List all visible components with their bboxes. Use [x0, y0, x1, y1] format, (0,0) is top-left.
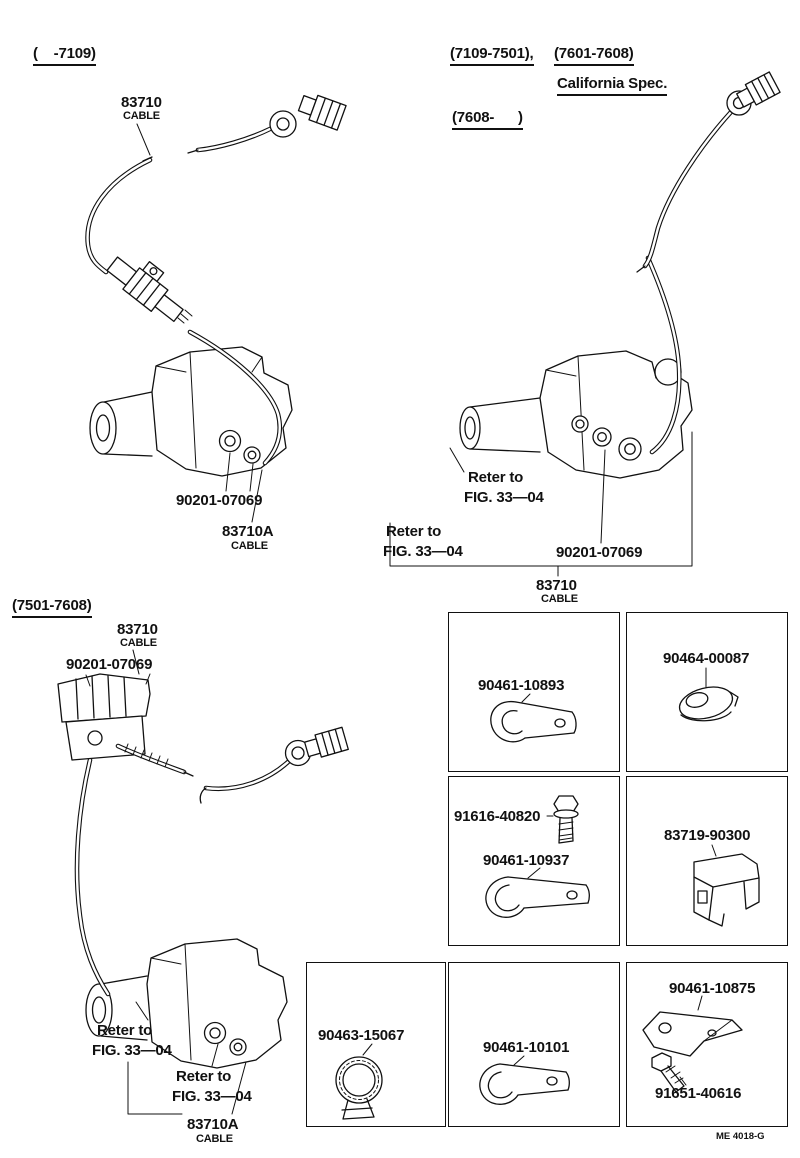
grommet-drawing-00087 — [678, 667, 739, 722]
part-number-90201-c: 90201-07069 — [66, 656, 153, 673]
parts-box-90461-10101 — [448, 962, 620, 1127]
part-number-90463-15067: 90463-15067 — [318, 1027, 405, 1044]
part-word-cable-a1: CABLE — [123, 110, 160, 122]
bolt-drawing-40616 — [651, 1052, 687, 1093]
clamp-drawing-10101 — [479, 1055, 570, 1105]
refer-note-c1-line1: Reter to — [97, 1022, 153, 1039]
range-label-b2: (7601-7608) — [554, 46, 634, 66]
clip-drawing-10875 — [642, 995, 743, 1057]
page-code: ME 4018-G — [716, 1131, 765, 1142]
part-word-cable-b: CABLE — [541, 593, 578, 605]
part-number-90464-00087: 90464-00087 — [663, 650, 750, 667]
range-label-a: ( -7109) — [33, 46, 96, 66]
refer-note-c2-line2: FIG. 33—04 — [172, 1088, 252, 1105]
part-number-90461-10937: 90461-10937 — [483, 852, 570, 869]
part-number-83710-c: 83710 — [117, 621, 158, 638]
part-word-cable-c1: CABLE — [120, 637, 157, 649]
refer-note-b2-line1: Reter to — [386, 523, 442, 540]
range-label-b3: (7608- ) — [452, 110, 523, 130]
leader-lines-a — [136, 123, 263, 523]
refer-note-c2-line1: Reter to — [176, 1068, 232, 1085]
part-number-90461-10101: 90461-10101 — [483, 1039, 570, 1056]
range-label-c: (7501-7608) — [12, 598, 92, 618]
range-label-b1: (7109-7501), — [450, 46, 534, 66]
part-number-91616-40820: 91616-40820 — [454, 808, 541, 825]
transmission-drawing-c — [85, 938, 288, 1069]
spec-label-california: California Spec. — [557, 76, 667, 96]
clamp-drawing-15067 — [335, 1043, 383, 1120]
part-number-83710a-a: 83710A — [222, 523, 274, 540]
parts-box-91616-40820 — [448, 776, 620, 946]
part-number-83710-a: 83710 — [121, 94, 162, 111]
part-number-83710a-c: 83710A — [187, 1116, 239, 1133]
parts-box-90463-15067 — [306, 962, 446, 1127]
cable-main-drawing-c — [74, 757, 111, 997]
part-number-90461-10893: 90461-10893 — [478, 677, 565, 694]
parts-box-90461-10893 — [448, 612, 620, 772]
bolt-drawing-40820 — [546, 795, 579, 844]
transmission-drawing-a — [89, 346, 293, 477]
part-number-83719-90300: 83719-90300 — [664, 827, 751, 844]
part-word-cable-c2: CABLE — [196, 1133, 233, 1145]
part-number-90461-10875: 90461-10875 — [669, 980, 756, 997]
part-number-90201-a: 90201-07069 — [176, 492, 263, 509]
transmission-drawing-b — [459, 350, 693, 479]
parts-box-90464-00087 — [626, 612, 788, 772]
refer-note-b1-line1: Reter to — [468, 469, 524, 486]
parts-box-90461-10875 — [626, 962, 788, 1127]
cable-upper-drawing-a — [187, 94, 347, 154]
cable-upper-drawing-c — [199, 726, 349, 804]
part-number-91651-40616: 91651-40616 — [655, 1085, 742, 1102]
refer-note-c1-line2: FIG. 33—04 — [92, 1042, 172, 1059]
part-number-83710-b: 83710 — [536, 577, 577, 594]
parts-box-83719-90300 — [626, 776, 788, 946]
part-number-90201-b: 90201-07069 — [556, 544, 643, 561]
clamp-drawing-10893 — [490, 693, 577, 743]
refer-note-b2-line2: FIG. 33—04 — [383, 543, 463, 560]
refer-note-b1-line2: FIG. 33—04 — [464, 489, 544, 506]
clamp-drawing-10937 — [485, 867, 590, 918]
sender-unit-drawing-c — [57, 673, 194, 777]
leader-lines-c — [85, 649, 247, 1115]
cable-drawing-b — [636, 71, 781, 455]
bracket-drawing-90300 — [693, 844, 760, 927]
part-word-cable-a2: CABLE — [231, 540, 268, 552]
bracket-lines-b — [389, 431, 693, 577]
cable-main-drawing-a — [85, 156, 283, 466]
